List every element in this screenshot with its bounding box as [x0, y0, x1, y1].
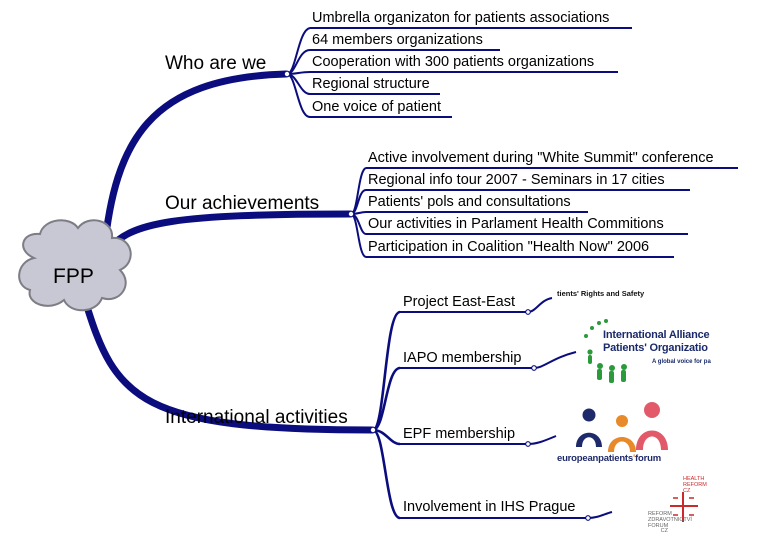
epf-logo-text-b: forum [635, 453, 661, 464]
ihs-logo-top: HEALTH REFORM CZ [683, 476, 707, 494]
leaf-one-voice[interactable]: One voice of patient [312, 99, 441, 115]
achievements-node[interactable] [347, 210, 355, 218]
branch-curve-who-are-we [100, 70, 290, 256]
leaf-cooperation[interactable]: Cooperation with 300 patients organizati… [312, 54, 595, 70]
branch-international-activities[interactable]: International activities [165, 407, 348, 428]
branch-curve-achievements [104, 210, 354, 254]
international-underlines [400, 297, 613, 519]
root-cloud[interactable] [18, 219, 132, 312]
leaf-epf-membership[interactable]: EPF membership [403, 426, 516, 442]
ihs-logo-bottom: REFORM ZDRAVOTNICTVÍ FORUM CZ [648, 511, 692, 535]
epf-people-icon [576, 402, 668, 452]
ihs-logo-bot4: CZ [660, 528, 668, 535]
ihs-cross-icon [670, 492, 698, 522]
leaf-umbrella-organization[interactable]: Umbrella organizaton for patients associ… [312, 10, 610, 26]
east-east-logo-text: tients' Rights and Safety [557, 289, 645, 298]
branch-curve-international [81, 296, 376, 434]
ihs-logo-bot1: REFORM [648, 511, 672, 517]
epf-logo-text-a: europeanpatients [557, 453, 633, 464]
iapo-people-icon [584, 319, 627, 383]
iapo-logo-tagline: A global voice for pa [652, 359, 711, 365]
who-are-we-node[interactable] [283, 70, 291, 78]
leaf-regional-structure[interactable]: Regional structure [312, 76, 430, 92]
branch-who-are-we[interactable]: Who are we [165, 53, 267, 74]
epf-logo-text: europeanpatients'forum [557, 453, 661, 464]
ihs-logo-bot2: ZDRAVOTNICTVÍ [648, 516, 692, 523]
leaf-iapo-membership[interactable]: IAPO membership [403, 350, 522, 366]
ihs-logo-top3: CZ [683, 487, 691, 494]
leaf-ihs-prague[interactable]: Involvement in IHS Prague [403, 499, 576, 515]
international-node[interactable] [369, 426, 377, 434]
leaf-project-east-east[interactable]: Project East-East [403, 294, 516, 310]
leaf-parlament-commitions[interactable]: Our activities in Parlament Health Commi… [368, 216, 664, 232]
leaf-patients-pols[interactable]: Patients' pols and consultations [368, 194, 571, 210]
leaf-regional-info-tour[interactable]: Regional info tour 2007 - Seminars in 17… [368, 172, 665, 188]
international-leaf-nodes [525, 309, 591, 521]
leaf-members-organizations[interactable]: 64 members organizations [312, 32, 483, 48]
leaf-white-summit[interactable]: Active involvement during "White Summit"… [368, 150, 714, 166]
leaf-health-now-coalition[interactable]: Participation in Coalition "Health Now" … [368, 239, 650, 255]
iapo-logo-line2: Patients' Organizatio [603, 342, 708, 354]
iapo-logo-line1: International Alliance [603, 329, 710, 341]
branch-our-achievements[interactable]: Our achievements [165, 193, 320, 214]
ihs-logo-bot3: FORUM [648, 522, 669, 529]
ihs-logo-top1: HEALTH [683, 476, 705, 482]
root-label: FPP [53, 265, 94, 288]
ihs-logo-top2: REFORM [683, 481, 707, 488]
international-connectors [371, 310, 401, 520]
